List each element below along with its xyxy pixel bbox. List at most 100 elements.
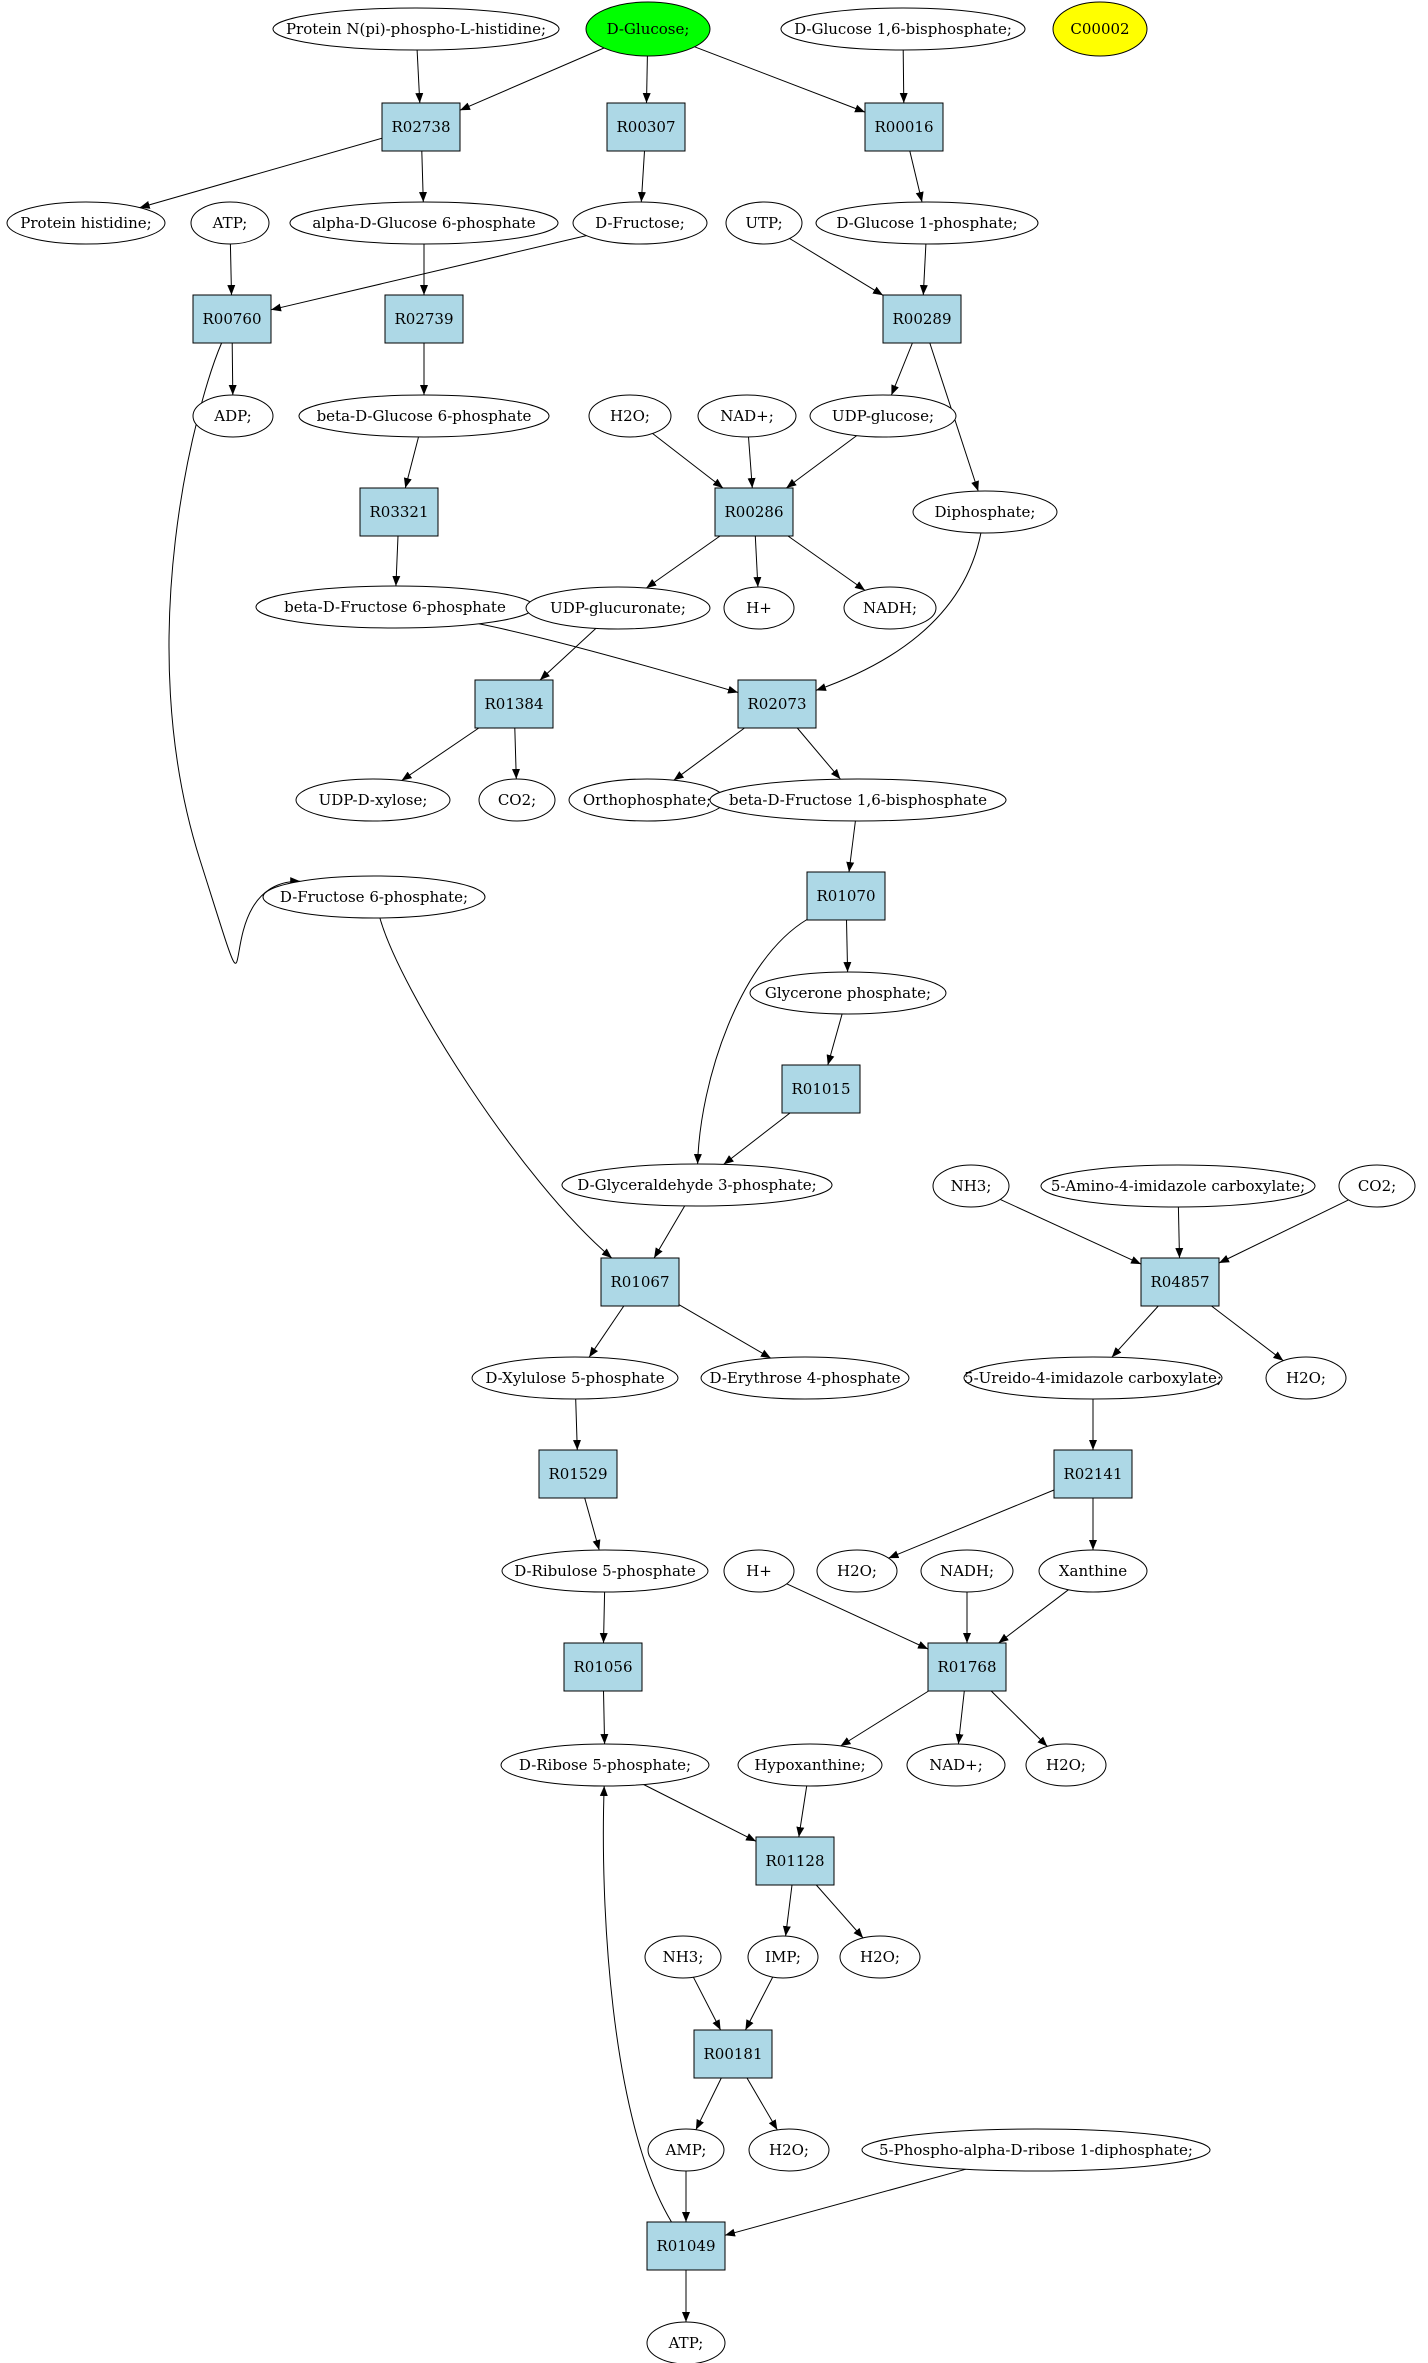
compound-node-dxyl5p[interactable]: D-Xylulose 5-phosphate <box>471 1356 679 1400</box>
edge-c_nadp_a-to-r00286 <box>747 436 756 489</box>
compound-label: UDP-D-xylose; <box>319 791 428 809</box>
compound-node-utp[interactable]: UTP; <box>725 201 803 245</box>
compound-node-hplus_a[interactable]: H+ <box>723 586 795 630</box>
reaction-node-r02073[interactable]: R02073 <box>737 679 817 729</box>
compound-node-h2o_d[interactable]: H2O; <box>1025 1743 1107 1787</box>
reaction-node-r01128[interactable]: R01128 <box>755 1836 835 1886</box>
compound-ellipse <box>709 778 1007 822</box>
compound-node-bdf6p[interactable]: beta-D-Fructose 6-phosphate <box>255 585 535 629</box>
reaction-label: R00181 <box>703 2045 762 2063</box>
compound-node-udpglcu[interactable]: UDP-glucuronate; <box>525 586 711 630</box>
compound-node-xanthine[interactable]: Xanthine <box>1038 1549 1148 1593</box>
reaction-node-r01067[interactable]: R01067 <box>600 1257 680 1307</box>
reaction-node-r00286[interactable]: R00286 <box>714 487 794 537</box>
reaction-label: R01070 <box>816 887 875 905</box>
edge-r01070-to-c_glyp <box>843 919 852 973</box>
reaction-node-r02738[interactable]: R02738 <box>381 102 461 152</box>
compound-node-diphos[interactable]: Diphosphate; <box>912 490 1058 534</box>
compound-ellipse <box>1038 1549 1148 1593</box>
compound-node-uica[interactable]: 5-Ureido-4-imidazole carboxylate; <box>963 1356 1223 1400</box>
edge-r01768-to-c_nadp_b <box>955 1690 965 1745</box>
compound-node-nh3_b[interactable]: NH3; <box>644 1935 722 1979</box>
reaction-node-r00016[interactable]: R00016 <box>864 102 944 152</box>
compound-node-aica[interactable]: 5-Amino-4-imidazole carboxylate; <box>1040 1164 1316 1208</box>
compound-ellipse <box>572 201 708 245</box>
compound-node-dglc1p[interactable]: D-Glucose 1-phosphate; <box>815 201 1039 245</box>
reaction-node-r01056[interactable]: R01056 <box>563 1642 643 1692</box>
compound-node-prot_nphis[interactable]: Protein N(pi)-phospho-L-histidine; <box>272 7 560 51</box>
compound-ellipse <box>780 7 1026 51</box>
compound-node-dery4p[interactable]: D-Erythrose 4-phosphate <box>700 1356 910 1400</box>
reaction-node-r01049[interactable]: R01049 <box>646 2221 726 2271</box>
compound-node-nh3_a[interactable]: NH3; <box>932 1164 1010 1208</box>
compound-node-c00002[interactable]: C00002 <box>1052 1 1148 57</box>
compound-node-imp[interactable]: IMP; <box>747 1935 819 1979</box>
compound-node-orthophos[interactable]: Orthophosphate; <box>568 778 726 822</box>
edge-r00760-to-c_adp <box>228 342 237 396</box>
reaction-node-r01529[interactable]: R01529 <box>538 1449 618 1499</box>
reaction-node-r00760[interactable]: R00760 <box>192 294 272 344</box>
compound-node-dglc16bp[interactable]: D-Glucose 1,6-bisphosphate; <box>780 7 1026 51</box>
compound-node-udpxyl[interactable]: UDP-D-xylose; <box>295 778 451 822</box>
compound-node-atp2[interactable]: ATP; <box>646 2321 726 2363</box>
compound-node-hplus_b[interactable]: H+ <box>723 1549 795 1593</box>
compound-ellipse <box>1265 1356 1347 1400</box>
edge-r01070-to-c_g3p <box>693 919 808 1165</box>
compound-node-drb5p[interactable]: D-Ribose 5-phosphate; <box>500 1743 710 1787</box>
compound-node-h2o_f[interactable]: H2O; <box>748 2128 830 2172</box>
edge-c_diphos-to-r02073 <box>815 532 982 691</box>
compound-node-drib5p[interactable]: D-Ribulose 5-phosphate <box>501 1549 709 1593</box>
compound-node-protein_his[interactable]: Protein histidine; <box>6 201 166 245</box>
compound-node-bdf16bp[interactable]: beta-D-Fructose 1,6-bisphosphate <box>709 778 1007 822</box>
reaction-node-r00289[interactable]: R00289 <box>882 294 962 344</box>
compound-node-udpglc[interactable]: UDP-glucose; <box>809 394 957 438</box>
compound-label: D-Fructose; <box>595 214 685 232</box>
reaction-node-r03321[interactable]: R03321 <box>359 487 439 537</box>
compound-node-dglucose[interactable]: D-Glucose; <box>585 1 711 57</box>
compound-ellipse <box>6 201 166 245</box>
compound-node-adp[interactable]: ADP; <box>192 394 274 438</box>
reaction-node-r01015[interactable]: R01015 <box>781 1064 861 1114</box>
reaction-node-r01070[interactable]: R01070 <box>806 871 886 921</box>
compound-node-h2o_a[interactable]: H2O; <box>588 394 672 438</box>
compound-node-bdg6p[interactable]: beta-D-Glucose 6-phosphate <box>298 394 550 438</box>
compound-node-hypox[interactable]: Hypoxanthine; <box>737 1743 883 1787</box>
compound-node-co2_a[interactable]: CO2; <box>478 778 556 822</box>
compound-node-co2_b[interactable]: CO2; <box>1338 1164 1416 1208</box>
compound-node-g3p[interactable]: D-Glyceraldehyde 3-phosphate; <box>561 1163 833 1207</box>
compound-node-nadh_a[interactable]: NADH; <box>843 586 937 630</box>
reaction-node-r00307[interactable]: R00307 <box>606 102 686 152</box>
reaction-node-r02141[interactable]: R02141 <box>1053 1449 1133 1499</box>
compound-node-glyp[interactable]: Glycerone phosphate; <box>749 971 947 1015</box>
reaction-node-r02739[interactable]: R02739 <box>384 294 464 344</box>
compound-node-h2o_e[interactable]: H2O; <box>839 1935 921 1979</box>
compound-node-amp[interactable]: AMP; <box>647 2128 725 2172</box>
compound-label: beta-D-Glucose 6-phosphate <box>317 407 532 425</box>
compound-label: NADH; <box>940 1562 994 1580</box>
compound-label: D-Glucose 1-phosphate; <box>836 214 1017 232</box>
edge-c_aica-to-r04857 <box>1175 1206 1184 1259</box>
reaction-box <box>600 1257 680 1307</box>
reaction-box <box>714 487 794 537</box>
compound-node-nadp_b[interactable]: NAD+; <box>906 1743 1006 1787</box>
compound-node-prpp[interactable]: 5-Phospho-alpha-D-ribose 1-diphosphate; <box>861 2128 1211 2172</box>
compound-label: D-Glucose; <box>607 20 690 38</box>
compound-node-h2o_c[interactable]: H2O; <box>816 1549 898 1593</box>
compound-node-dfructose[interactable]: D-Fructose; <box>572 201 708 245</box>
compound-node-atp1[interactable]: ATP; <box>190 201 270 245</box>
compound-node-df6p[interactable]: D-Fructose 6-phosphate; <box>262 875 486 919</box>
reaction-label: R00289 <box>892 310 951 328</box>
compound-node-nadp_a[interactable]: NAD+; <box>697 394 797 438</box>
compound-label: H+ <box>746 599 772 617</box>
edge-r03321-to-c_bdf6p <box>392 535 401 587</box>
edge-r00286-to-c_nadh_a <box>787 535 866 591</box>
compound-node-adg6p[interactable]: alpha-D-Glucose 6-phosphate <box>289 201 559 245</box>
compound-label: beta-D-Fructose 6-phosphate <box>284 598 506 616</box>
compound-ellipse <box>1052 1 1148 57</box>
compound-node-nadh_b[interactable]: NADH; <box>920 1549 1014 1593</box>
reaction-node-r01384[interactable]: R01384 <box>474 679 554 729</box>
reaction-node-r04857[interactable]: R04857 <box>1140 1257 1220 1307</box>
reaction-node-r00181[interactable]: R00181 <box>693 2029 773 2079</box>
reaction-node-r01768[interactable]: R01768 <box>927 1642 1007 1692</box>
compound-node-h2o_b[interactable]: H2O; <box>1265 1356 1347 1400</box>
